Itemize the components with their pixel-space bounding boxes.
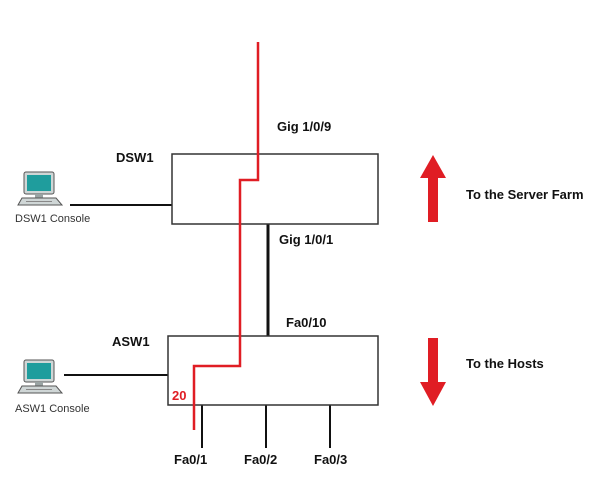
port-fa02-label: Fa0/2 — [244, 452, 277, 467]
computer-icon — [17, 171, 64, 206]
port-fa03-label: Fa0/3 — [314, 452, 347, 467]
port-gig101-label: Gig 1/0/1 — [279, 232, 333, 247]
port-gig109-label: Gig 1/0/9 — [277, 119, 331, 134]
arrow-down-icon — [420, 338, 446, 406]
port-fa010-label: Fa0/10 — [286, 315, 326, 330]
vlan-tag: 20 — [172, 388, 186, 403]
asw1-console-label: ASW1 Console — [15, 403, 90, 415]
asw1-label: ASW1 — [112, 334, 150, 349]
arrow-up-icon — [420, 155, 446, 222]
dsw1-switch — [171, 153, 379, 225]
asw1-switch — [167, 335, 379, 406]
server-farm-label: To the Server Farm — [466, 187, 584, 202]
dsw1-console-label: DSW1 Console — [15, 213, 90, 225]
hosts-label: To the Hosts — [466, 356, 544, 371]
dsw1-label: DSW1 — [116, 150, 154, 165]
port-fa01-label: Fa0/1 — [174, 452, 207, 467]
traffic-path — [192, 42, 260, 430]
computer-icon — [17, 359, 64, 394]
